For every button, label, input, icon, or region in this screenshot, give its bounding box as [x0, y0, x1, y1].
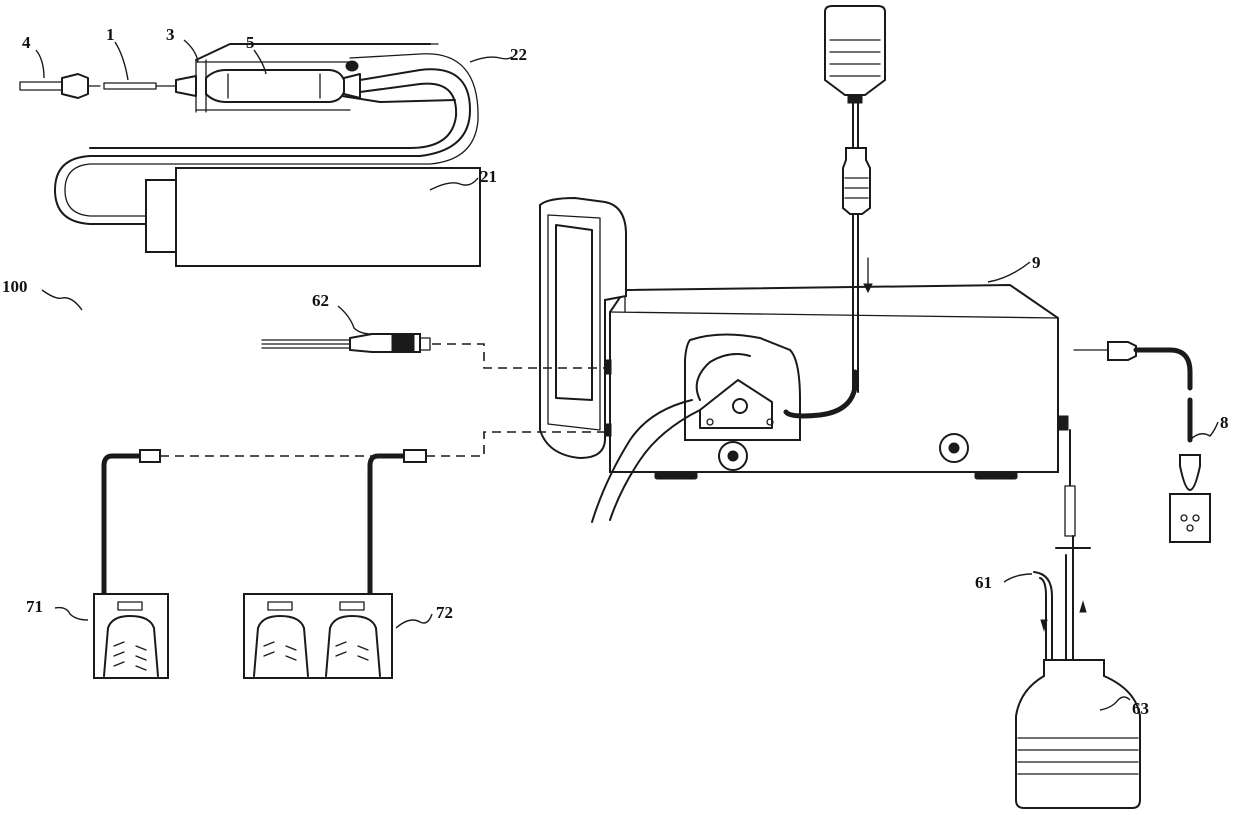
label-71: 71 — [26, 597, 43, 616]
label-5: 5 — [246, 33, 255, 52]
label-100: 100 — [2, 277, 28, 296]
label-3: 3 — [166, 25, 175, 44]
label-63: 63 — [1132, 699, 1149, 718]
suction-bottle-63 — [1016, 430, 1140, 808]
label-9: 9 — [1032, 253, 1041, 272]
label-61: 61 — [975, 573, 992, 592]
label-8: 8 — [1220, 413, 1229, 432]
connection-lines — [160, 344, 605, 456]
power-cord-8 — [1074, 342, 1210, 542]
label-72: 72 — [436, 603, 453, 622]
label-22: 22 — [510, 45, 527, 64]
label-21: 21 — [480, 167, 497, 186]
label-4: 4 — [22, 33, 31, 52]
probe-62 — [262, 334, 430, 352]
foot-pedal-72 — [244, 450, 426, 678]
label-62: 62 — [312, 291, 329, 310]
console-21 — [146, 168, 480, 266]
foot-pedal-71 — [94, 450, 168, 678]
label-1: 1 — [106, 25, 115, 44]
main-unit-9 — [540, 198, 1068, 479]
